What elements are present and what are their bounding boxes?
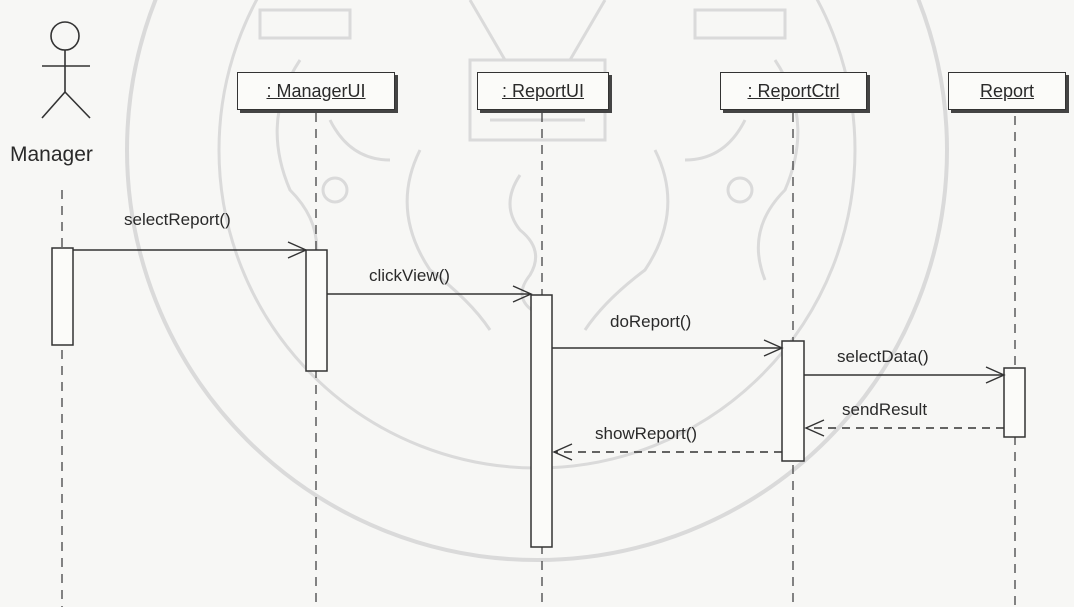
- object-label-reportctrl: : ReportCtrl: [747, 81, 839, 102]
- actor-figure: [42, 22, 90, 118]
- message-arrow-selectreport: [73, 242, 306, 258]
- activation-managerui: [306, 250, 327, 371]
- message-arrow-doreport: [552, 340, 782, 356]
- message-label-sendresult: sendResult: [842, 400, 927, 420]
- message-label-selectreport: selectReport(): [124, 210, 231, 230]
- object-reportui: : ReportUI: [477, 72, 609, 110]
- message-arrow-showreport: [554, 444, 782, 460]
- activation-reportui: [531, 295, 552, 547]
- activation-report: [1004, 368, 1025, 437]
- object-reportctrl: : ReportCtrl: [720, 72, 867, 110]
- object-report: Report: [948, 72, 1066, 110]
- object-managerui: : ManagerUI: [237, 72, 395, 110]
- message-label-doreport: doReport(): [610, 312, 691, 332]
- message-label-clickview: clickView(): [369, 266, 450, 286]
- message-arrow-selectdata: [804, 367, 1004, 383]
- object-label-report: Report: [980, 81, 1034, 102]
- activation-reportctrl: [782, 341, 804, 461]
- object-label-reportui: : ReportUI: [502, 81, 584, 102]
- actor-name-manager: Manager: [10, 143, 93, 167]
- message-label-showreport: showReport(): [595, 424, 697, 444]
- message-label-selectdata: selectData(): [837, 347, 929, 367]
- activation-manager: [52, 248, 73, 345]
- object-label-managerui: : ManagerUI: [266, 81, 365, 102]
- message-arrow-clickview: [327, 286, 531, 302]
